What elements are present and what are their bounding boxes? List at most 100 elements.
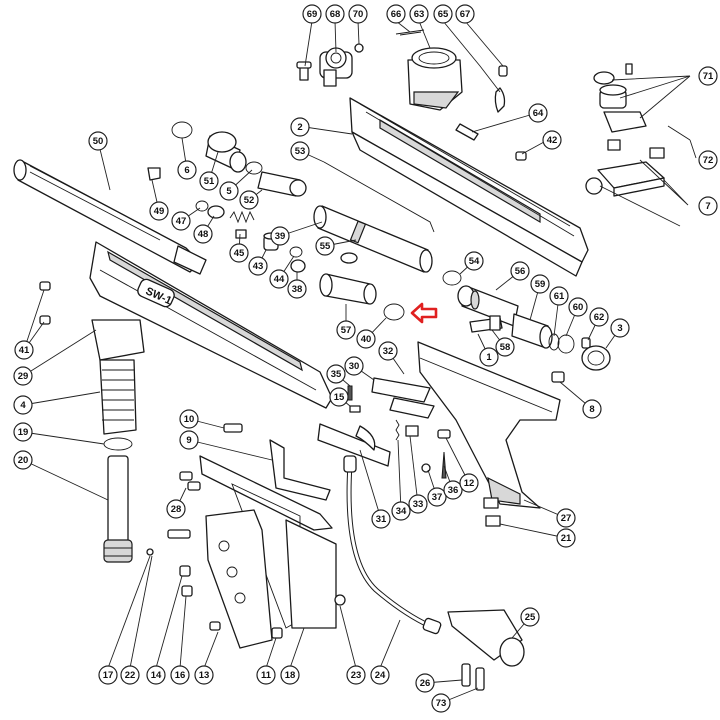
part-drawing-1-main-body: SW-1 — [89, 241, 333, 409]
callout-65: 65 — [433, 4, 453, 24]
callout-17: 17 — [98, 665, 118, 685]
callout-circle — [270, 226, 290, 246]
callout-number: 51 — [204, 176, 215, 187]
part-drawing-50-cylinder — [257, 171, 307, 197]
callout-circle — [433, 4, 453, 24]
callout-circle — [520, 607, 540, 627]
callout-33: 33 — [408, 494, 428, 514]
callout-circle — [179, 409, 199, 429]
callout-18: 18 — [280, 665, 300, 685]
callout-number: 38 — [292, 284, 303, 295]
callout-circle — [219, 181, 239, 201]
callout-58: 58 — [495, 337, 515, 357]
callout-number: 50 — [93, 136, 104, 147]
callout-number: 66 — [391, 9, 402, 20]
callout-25: 25 — [520, 607, 540, 627]
callout-14: 14 — [146, 665, 166, 685]
callout-number: 40 — [361, 334, 372, 345]
callout-number: 5 — [226, 186, 232, 197]
callout-number: 72 — [703, 155, 714, 166]
callout-69: 69 — [302, 4, 322, 24]
part-drawing-56-body — [511, 313, 553, 349]
callout-number: 12 — [464, 478, 475, 489]
callout-13: 13 — [194, 665, 214, 685]
callout-circle — [528, 103, 548, 123]
callout-circle — [177, 160, 197, 180]
callout-20: 20 — [13, 450, 33, 470]
callout-circle — [530, 274, 550, 294]
callout-circle — [698, 196, 718, 216]
callout-9: 9 — [179, 430, 199, 450]
callout-number: 70 — [353, 9, 364, 20]
part-drawing-41-oring-highlighted — [383, 302, 438, 324]
callout-number: 59 — [535, 279, 546, 290]
callout-circle — [346, 665, 366, 685]
callout-55: 55 — [315, 236, 335, 256]
callout-circle — [120, 665, 140, 685]
callout-circle — [510, 261, 530, 281]
callout-21: 21 — [556, 528, 576, 548]
part-drawing-5-barrel — [13, 159, 207, 275]
callout-circle — [269, 269, 289, 289]
part-drawing-48-spring — [229, 210, 255, 239]
callout-number: 13 — [199, 670, 210, 681]
callout-number: 67 — [460, 9, 471, 20]
callout-number: 43 — [253, 261, 264, 272]
callout-1: 1 — [479, 347, 499, 367]
callout-circle — [329, 387, 349, 407]
callout-number: 18 — [285, 670, 296, 681]
callout-number: 37 — [432, 492, 443, 503]
part-drawing-27-nuts — [483, 497, 501, 527]
callout-number: 3 — [617, 323, 622, 334]
callout-circle — [193, 224, 213, 244]
callout-7: 7 — [698, 196, 718, 216]
callout-70: 70 — [348, 4, 368, 24]
callout-circle — [415, 673, 435, 693]
callout-45: 45 — [229, 243, 249, 263]
callout-60: 60 — [568, 297, 588, 317]
part-drawing-6-cylinder — [205, 131, 247, 173]
callout-number: 29 — [18, 371, 29, 382]
callout-number: 15 — [334, 392, 345, 403]
callout-circle — [98, 665, 118, 685]
callout-47: 47 — [171, 211, 191, 231]
callout-66: 66 — [386, 4, 406, 24]
callout-37: 37 — [427, 487, 447, 507]
callout-number: 55 — [320, 241, 331, 252]
callout-circle — [146, 665, 166, 685]
callout-10: 10 — [179, 409, 199, 429]
callout-39: 39 — [270, 226, 290, 246]
part-drawing-24-adapter — [447, 609, 525, 667]
callout-12: 12 — [459, 473, 479, 493]
part-drawing-15-screw — [551, 371, 565, 383]
callout-circle — [348, 4, 368, 24]
part-drawing-64-pin — [455, 123, 479, 141]
callout-number: 33 — [413, 499, 424, 510]
callout-circle — [356, 329, 376, 349]
callout-number: 36 — [448, 485, 459, 496]
callout-number: 16 — [175, 670, 186, 681]
callout-circle — [589, 307, 609, 327]
part-drawing-33-37-36 — [421, 429, 451, 479]
callout-circle — [290, 141, 310, 161]
part-drawing-38-bolt — [313, 205, 433, 273]
callout-number: 57 — [341, 325, 352, 336]
callout-circle — [386, 4, 406, 24]
part-drawing-32-35-pins — [347, 385, 361, 413]
callout-56: 56 — [510, 261, 530, 281]
callout-number: 19 — [18, 427, 29, 438]
callout-30: 30 — [344, 356, 364, 376]
callout-number: 71 — [703, 71, 714, 82]
callout-circle — [248, 256, 268, 276]
callout-52: 52 — [239, 190, 259, 210]
callout-number: 45 — [234, 248, 245, 259]
callout-2: 2 — [290, 117, 310, 137]
callout-number: 68 — [330, 9, 341, 20]
callout-54: 54 — [464, 251, 484, 271]
callout-3: 3 — [610, 318, 630, 338]
callout-number: 28 — [171, 504, 182, 515]
callout-29: 29 — [13, 366, 33, 386]
callout-11: 11 — [256, 665, 276, 685]
callout-8: 8 — [582, 399, 602, 419]
